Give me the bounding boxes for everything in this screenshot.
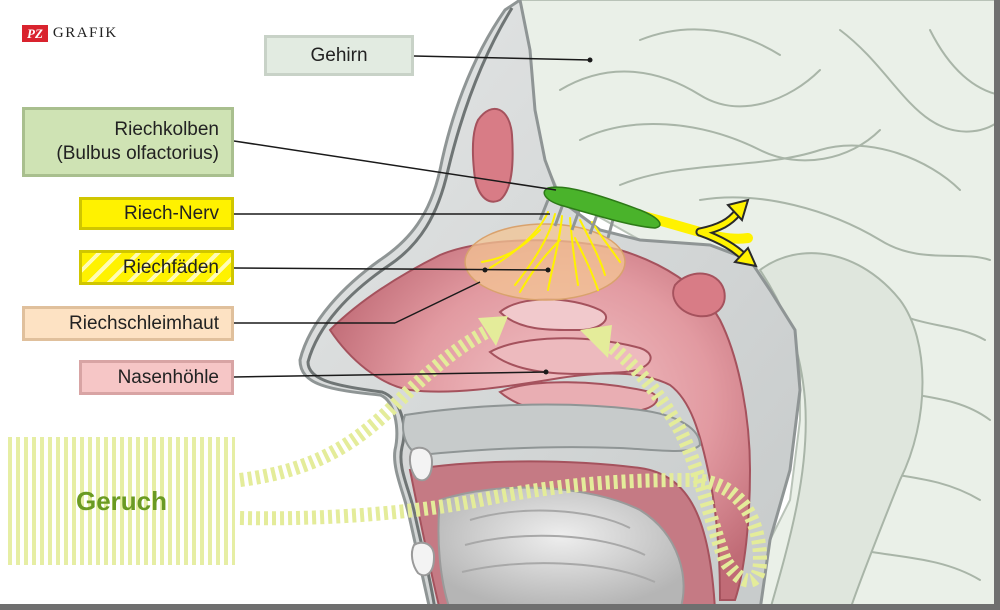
label-riech-nerv: Riech-Nerv [79,197,234,230]
smell-airflow [239,323,768,588]
brain-folds [559,28,1000,581]
label-riechkolben-line1: Riechkolben [114,119,219,140]
brand-badge: PZ [22,25,48,42]
brand-label: GRAFIK [52,25,118,41]
olfactory-mucosa [464,223,626,301]
airflow-arrowhead-front [478,316,508,346]
label-riechfaeden-text: Riechfäden [122,256,219,278]
label-riech-nerv-text: Riech-Nerv [123,202,219,224]
olfactory-filaments [481,211,621,293]
leader-dots [482,57,593,375]
leader-lines [233,55,591,378]
teeth [408,446,436,577]
label-nasenhoehle: Nasenhöhle [79,360,234,395]
frontal-sinus [471,108,514,203]
label-riechkolben-line2: (Bulbus olfactorius) [56,143,219,164]
label-riechfaeden: Riechfäden [79,250,234,285]
arrowhead-up [726,198,750,222]
arrowhead-down [733,246,758,268]
hard-palate [402,403,702,457]
airflow-arrowhead-back [580,325,612,358]
label-nasenhoehle-text: Nasenhöhle [117,366,219,388]
olfactory-bulb [543,186,661,229]
brainstem [758,252,924,610]
tongue-texture [461,509,656,583]
geruch-label: Geruch [75,485,168,516]
label-riechschleimhaut-text: Riechschleimhaut [69,312,219,334]
brand-logo: PZ GRAFIK [22,25,118,42]
label-gehirn-text: Gehirn [310,44,368,66]
label-riechschleimhaut: Riechschleimhaut [22,306,234,341]
face-profile [306,7,514,610]
label-riechkolben: Riechkolben (Bulbus olfactorius) [22,107,234,177]
label-gehirn: Gehirn [264,35,414,76]
geruch-panel: Geruch [8,437,235,565]
sphenoid-sinus [672,272,726,318]
